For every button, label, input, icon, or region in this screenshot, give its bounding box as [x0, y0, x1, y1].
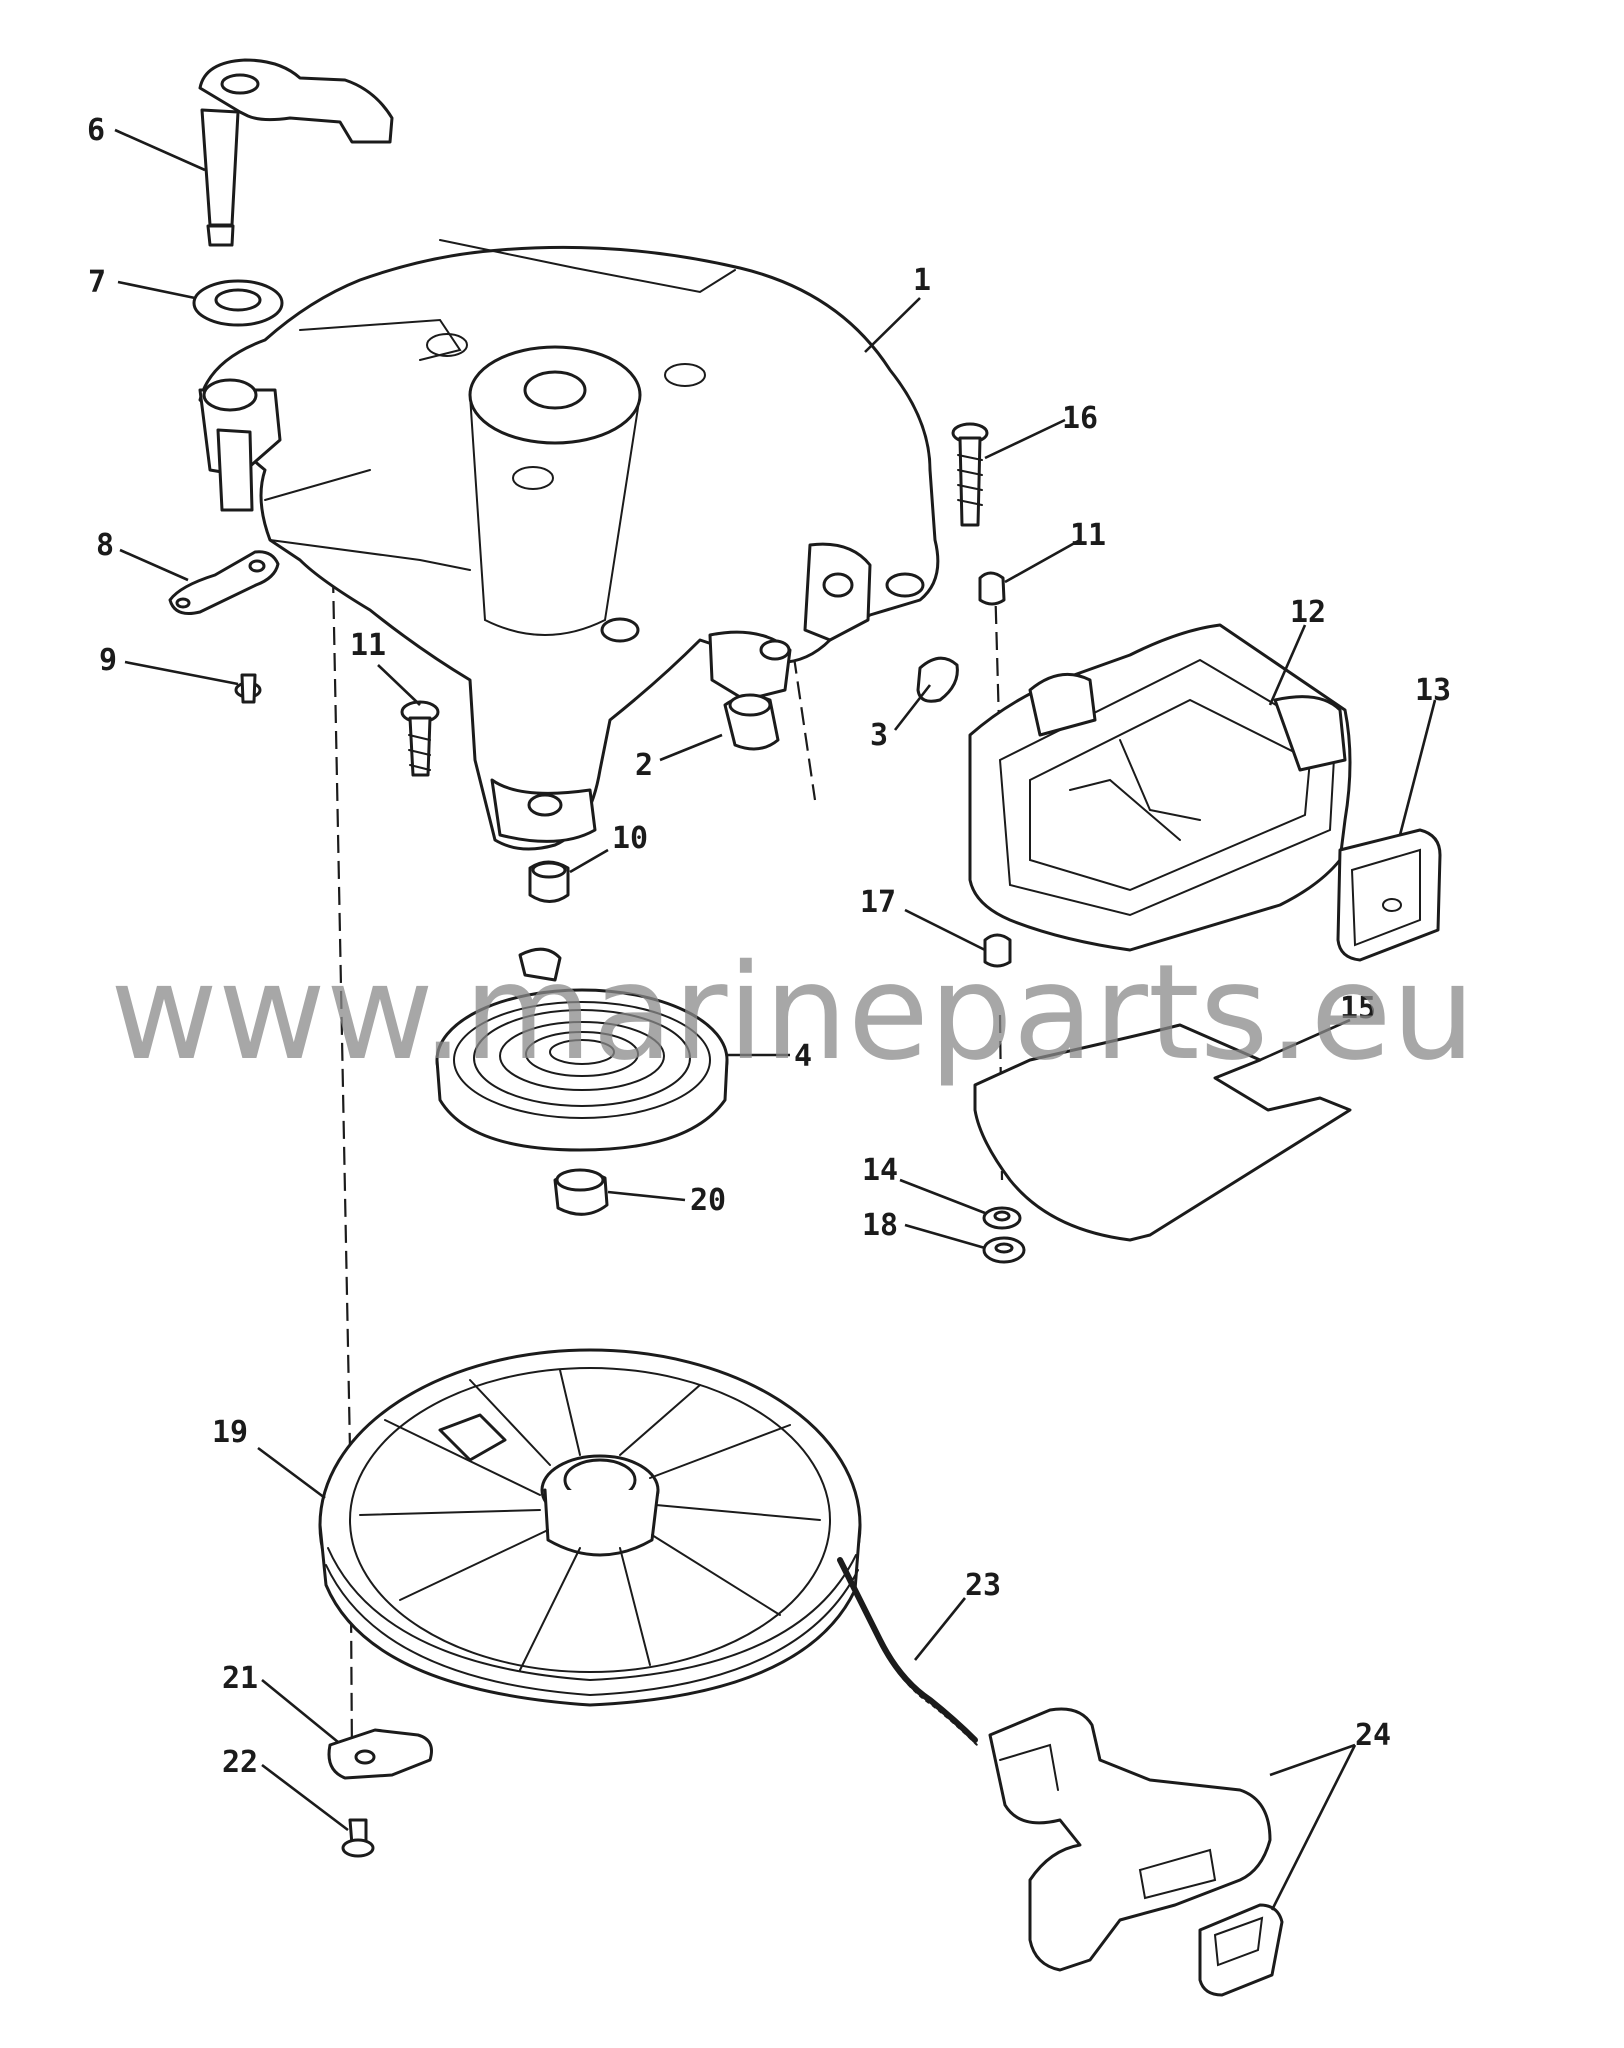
rope-pulley-part: [318, 1348, 862, 1707]
callout-19: 19: [212, 1415, 248, 1450]
callout-14: 14: [862, 1153, 898, 1188]
callout-labels: 6 7 1 16 8 11 11 12 9 3 2 13 10 17 15 4 …: [87, 113, 1451, 1780]
starter-housing-part: [198, 239, 940, 851]
starter-handle-part: [988, 1707, 1272, 1972]
choke-lever-part: [198, 58, 394, 247]
callout-21: 21: [222, 1661, 258, 1696]
screw-part-9: [234, 673, 262, 704]
nut-part-17-upper: [978, 571, 1006, 606]
callout-10: 10: [612, 821, 648, 856]
nut-part-18: [982, 1236, 1026, 1264]
starter-rope-part: [837, 1557, 978, 1746]
callout-3: 3: [870, 718, 888, 753]
callout-20: 20: [690, 1183, 726, 1218]
callout-16: 16: [1062, 401, 1098, 436]
bushing-part-20: [553, 1168, 609, 1216]
watermark-text: www.marineparts.eu: [110, 936, 1475, 1090]
callout-11-right: 11: [1070, 518, 1106, 553]
screw-part-16: [951, 422, 989, 527]
callout-4: 4: [794, 1039, 812, 1074]
callout-17: 17: [860, 885, 896, 920]
nut-part-17-lower: [983, 933, 1012, 968]
screw-part-22: [341, 1818, 375, 1858]
handle-insert-part: [1198, 1903, 1284, 1997]
rewind-spring-part: [435, 947, 729, 1152]
lock-housing-part: [968, 623, 1352, 952]
callout-7: 7: [88, 265, 106, 300]
leader-lines: [114, 128, 1437, 1911]
callout-18: 18: [862, 1208, 898, 1243]
callout-8: 8: [96, 528, 114, 563]
callout-13: 13: [1415, 673, 1451, 708]
callout-24: 24: [1355, 1718, 1391, 1753]
washer-part-14: [982, 1206, 1022, 1230]
callout-15: 15: [1340, 991, 1376, 1026]
link-part: [168, 550, 280, 615]
callout-2: 2: [635, 748, 653, 783]
screw-part-11-left: [400, 700, 440, 777]
callout-9: 9: [99, 643, 117, 678]
callout-6: 6: [87, 113, 105, 148]
gasket-ring-part: [916, 656, 959, 703]
washer-part: [192, 279, 284, 327]
callout-22: 22: [222, 1745, 258, 1780]
switch-part: [1336, 828, 1442, 962]
plate-part: [973, 1023, 1352, 1242]
callout-12: 12: [1290, 595, 1326, 630]
nut-part-10: [528, 860, 570, 903]
callout-23: 23: [965, 1568, 1001, 1603]
bushing-part: [723, 693, 780, 751]
pawl-part: [327, 1728, 433, 1780]
callout-1: 1: [913, 263, 931, 298]
callout-11-left: 11: [350, 628, 386, 663]
